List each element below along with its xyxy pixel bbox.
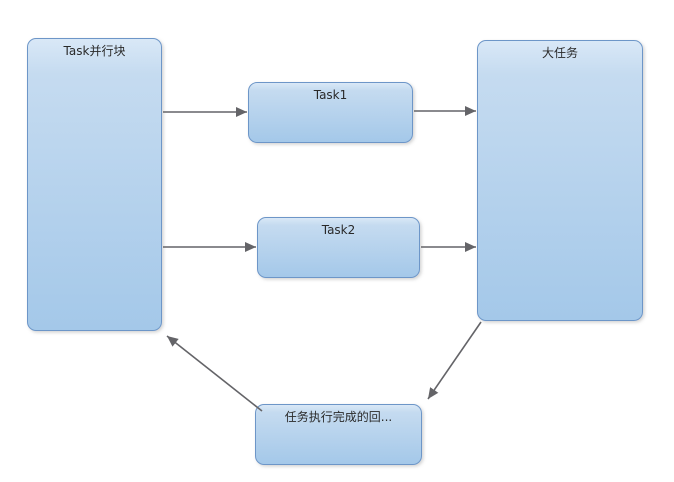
node-task1-label: Task1 [313, 88, 348, 102]
node-callback[interactable]: 任务执行完成的回... [255, 404, 422, 465]
connector-callback-to-parallel-block [166, 335, 263, 412]
connector-big-task-to-callback [427, 321, 482, 400]
node-callback-label: 任务执行完成的回... [284, 410, 393, 424]
node-task1[interactable]: Task1 [248, 82, 413, 143]
node-task2-label: Task2 [321, 223, 356, 237]
node-task2[interactable]: Task2 [257, 217, 420, 278]
node-big-task-label: 大任务 [541, 46, 578, 60]
node-task-parallel-block-label: Task并行块 [63, 44, 126, 58]
node-task-parallel-block[interactable]: Task并行块 [27, 38, 162, 331]
node-big-task[interactable]: 大任务 [477, 40, 643, 321]
